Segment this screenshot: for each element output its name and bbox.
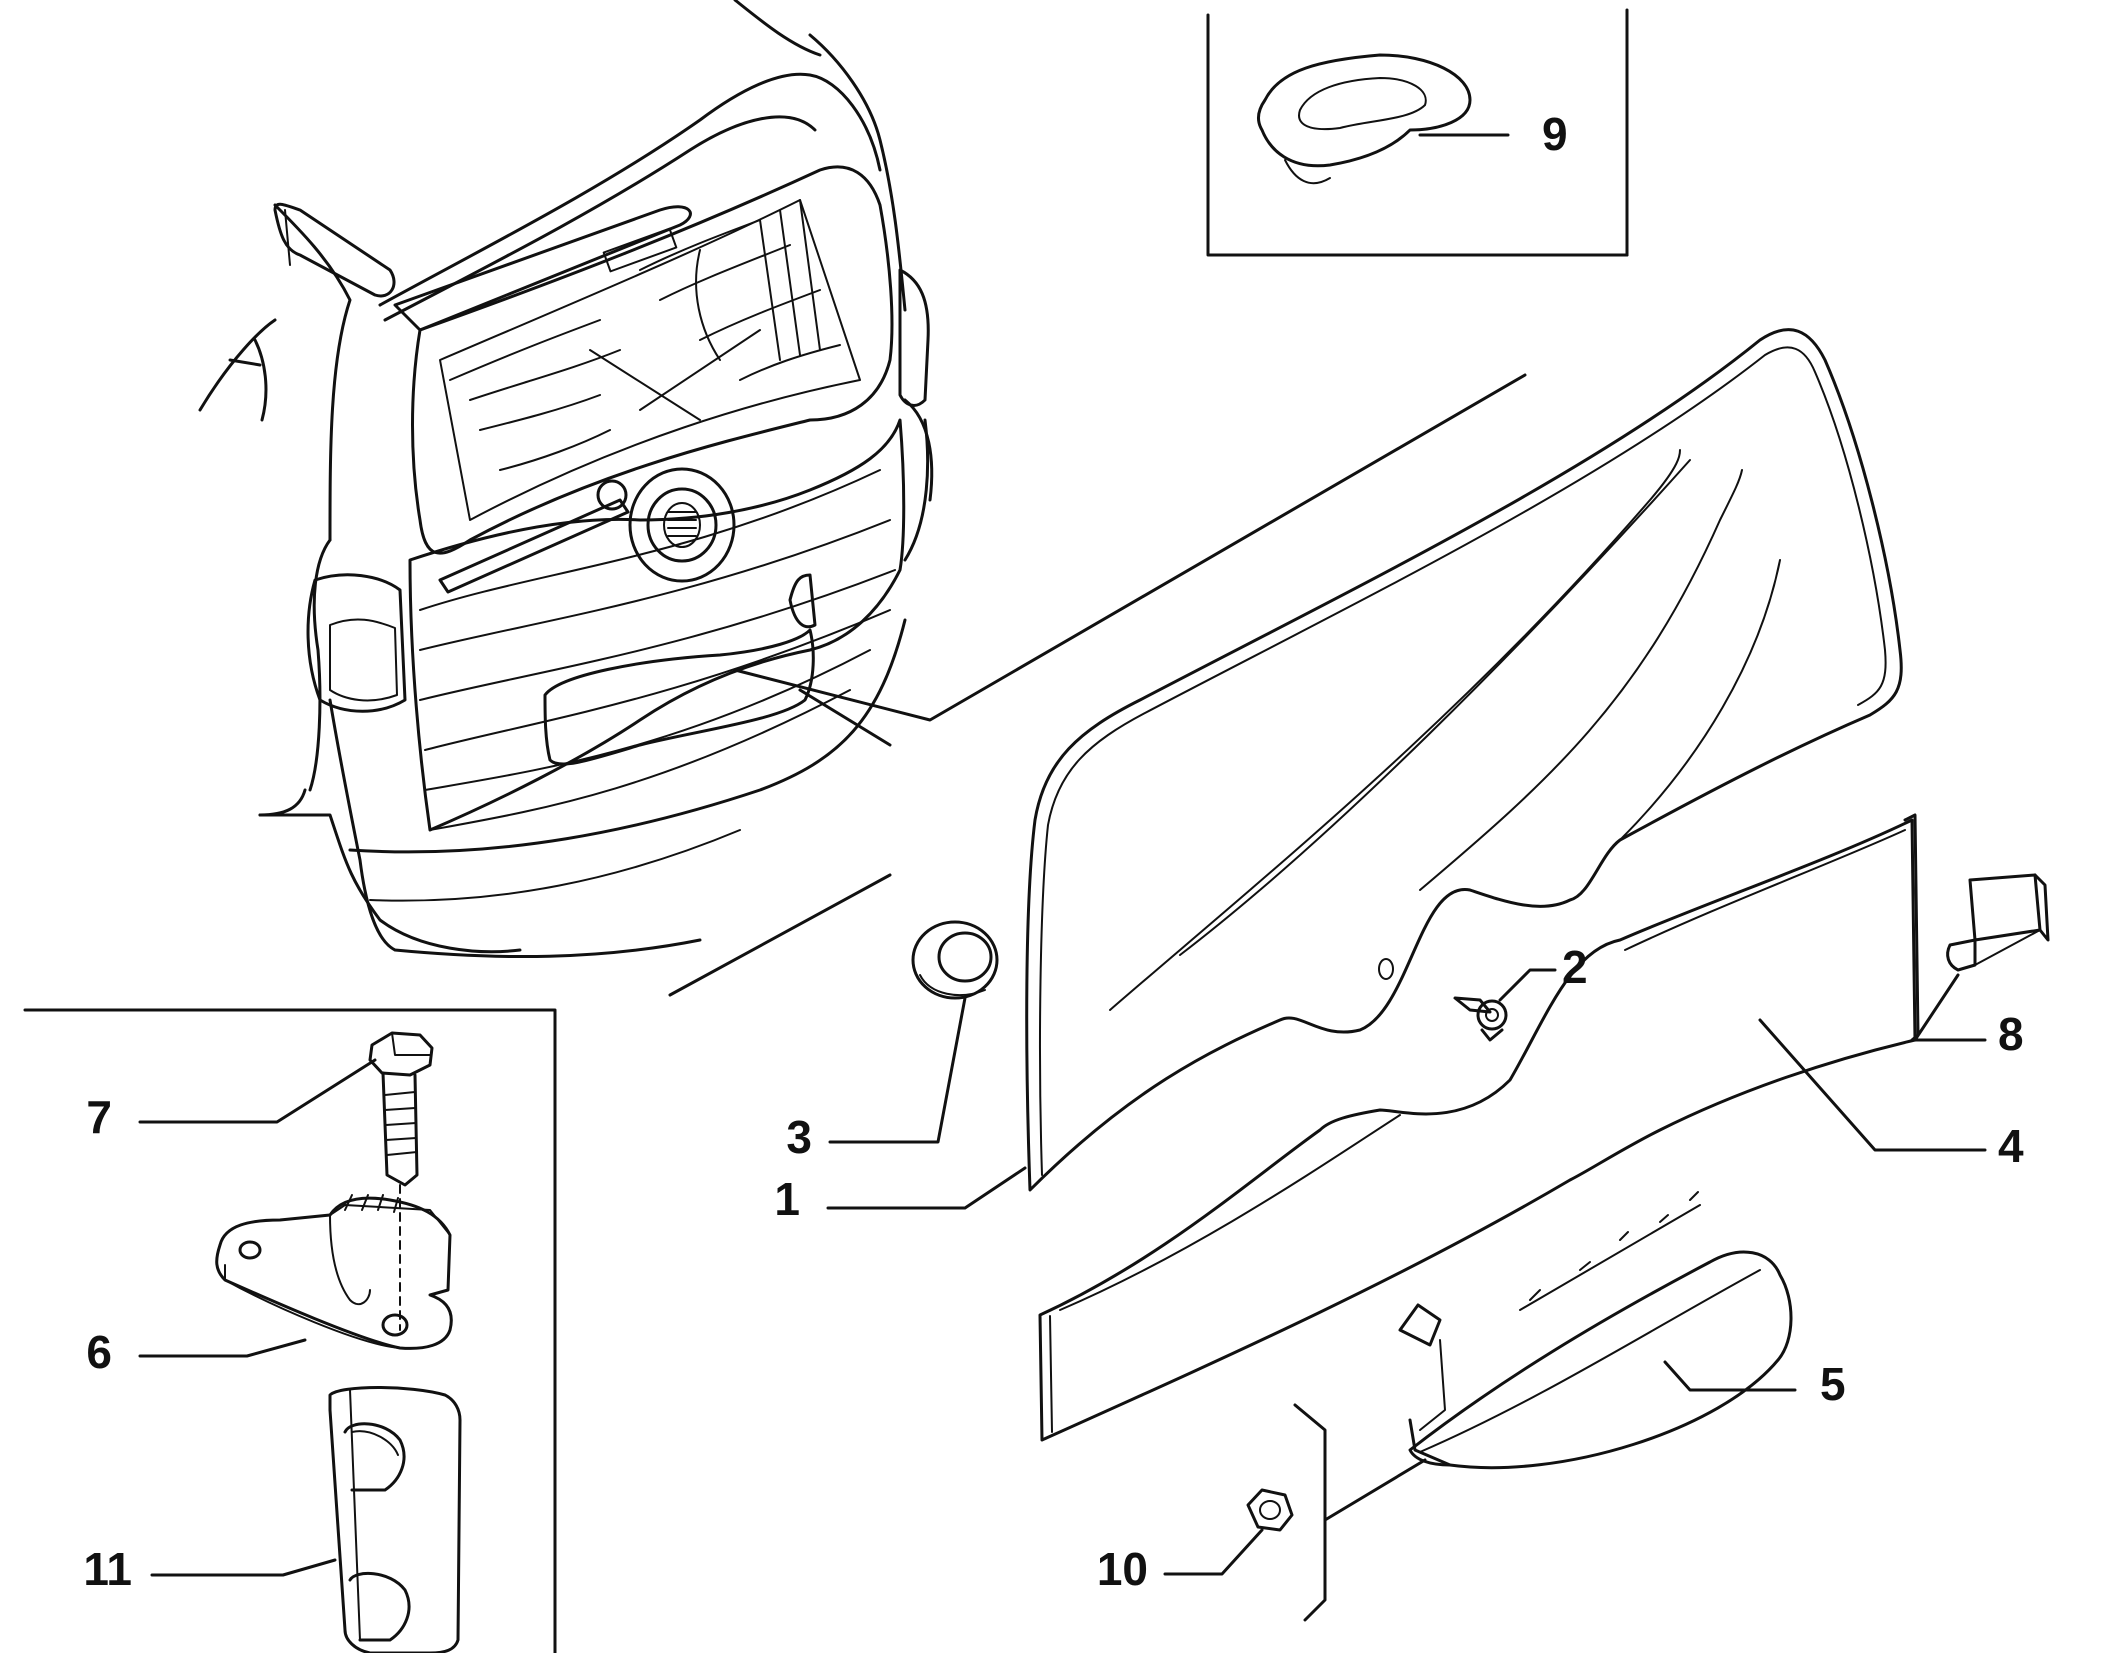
leader-5 [1663, 1360, 1797, 1392]
leader-7 [138, 1058, 377, 1124]
leader-10-bracket [1293, 1403, 1427, 1622]
part-2-clip [1453, 996, 1508, 1042]
callout-3: 3 [786, 1111, 812, 1163]
part-1-rear-window-glass [1025, 328, 1903, 1192]
leader-6 [138, 1338, 307, 1358]
callout-5: 5 [1820, 1358, 1846, 1410]
leader-10 [1163, 1528, 1264, 1576]
part-3-grommet [911, 920, 999, 1000]
part-8-end-clip [1946, 873, 2050, 972]
leader-2 [1498, 968, 1557, 1002]
callout-2: 2 [1562, 941, 1588, 993]
part-5-handle-light-bar [1398, 1191, 1793, 1470]
vehicle-rear-illustration [198, 0, 1527, 997]
callout-7: 7 [86, 1091, 112, 1143]
leader-lines [138, 133, 1987, 1622]
callout-8: 8 [1998, 1008, 2024, 1060]
callout-1: 1 [774, 1173, 800, 1225]
callout-6: 6 [86, 1326, 112, 1378]
leader-1 [826, 1166, 1027, 1210]
callout-labels: 1 2 3 4 5 6 7 8 9 10 11 [83, 108, 2024, 1595]
part-10-nut [1246, 1488, 1294, 1532]
callout-11: 11 [83, 1543, 132, 1595]
leader-4 [1758, 1018, 1987, 1152]
callout-4: 4 [1998, 1120, 2024, 1172]
leader-3 [828, 996, 967, 1144]
leader-8 [1913, 973, 1987, 1042]
callout-10: 10 [1097, 1543, 1148, 1595]
parts-6-7-11-inset [23, 1008, 557, 1653]
leader-11 [150, 1558, 337, 1577]
callout-9: 9 [1542, 108, 1568, 160]
part-9-inset [1206, 8, 1629, 257]
